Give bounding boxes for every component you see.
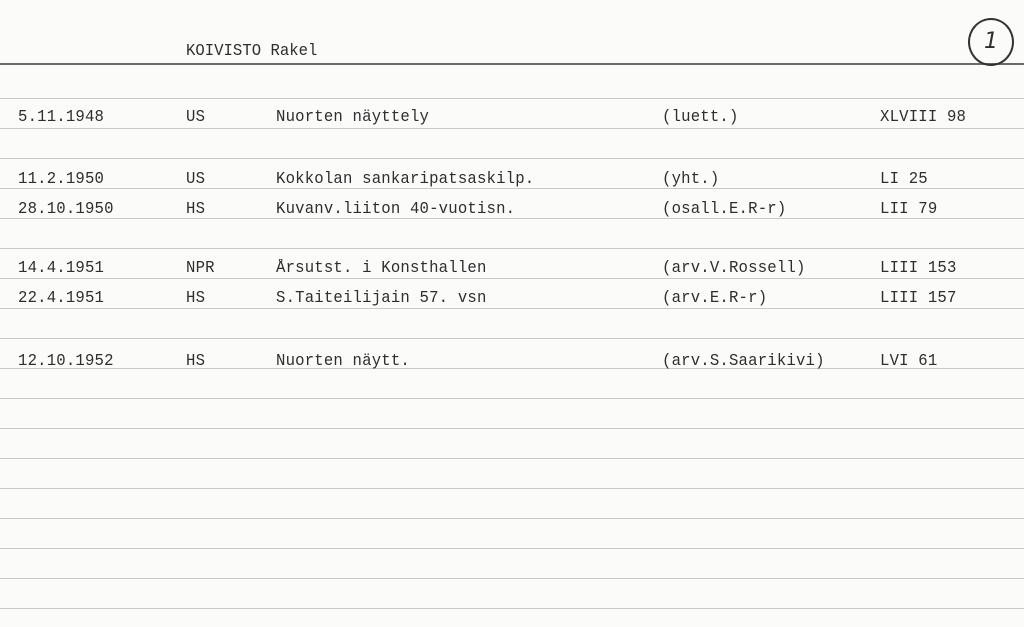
ruled-line xyxy=(0,488,1024,489)
ruled-line xyxy=(0,158,1024,159)
ruled-line xyxy=(0,218,1024,219)
entry-title: S.Taiteilijain 57. vsn xyxy=(276,289,487,308)
entry-source: US xyxy=(186,170,206,189)
entry-ref: XLVIII 98 xyxy=(880,108,967,127)
card-name: KOIVISTO Rakel xyxy=(186,42,318,61)
ruled-line xyxy=(0,308,1024,309)
ruled-line xyxy=(0,278,1024,279)
ruled-line xyxy=(0,128,1024,129)
entry-note: (luett.) xyxy=(662,108,739,127)
ruled-line xyxy=(0,428,1024,429)
entry-title: Kuvanv.liiton 40-vuotisn. xyxy=(276,200,516,219)
entry-note: (arv.V.Rossell) xyxy=(662,259,806,278)
entry-title: Nuorten näytt. xyxy=(276,352,410,371)
entry-ref: LVI 61 xyxy=(880,352,938,371)
entry-ref: LIII 157 xyxy=(880,289,957,308)
entry-ref: LII 79 xyxy=(880,200,938,219)
entry-date: 14.4.1951 xyxy=(18,259,105,278)
entry-date: 5.11.1948 xyxy=(18,108,105,127)
entry-date: 11.2.1950 xyxy=(18,170,105,189)
ruled-line xyxy=(0,188,1024,189)
ruled-line xyxy=(0,458,1024,459)
ruled-line xyxy=(0,608,1024,609)
entry-date: 12.10.1952 xyxy=(18,352,114,371)
header-rule xyxy=(0,63,1024,65)
circled-card-number: 1 xyxy=(968,18,1014,66)
entry-source: HS xyxy=(186,200,206,219)
entry-date: 22.4.1951 xyxy=(18,289,105,308)
entry-source: HS xyxy=(186,289,206,308)
ruled-line xyxy=(0,548,1024,549)
ruled-line xyxy=(0,398,1024,399)
ruled-line xyxy=(0,368,1024,369)
entry-source: NPR xyxy=(186,259,215,278)
entry-source: HS xyxy=(186,352,206,371)
entry-note: (yht.) xyxy=(662,170,720,189)
ruled-line xyxy=(0,578,1024,579)
entry-title: Kokkolan sankaripatsaskilp. xyxy=(276,170,535,189)
entry-source: US xyxy=(186,108,206,127)
entry-ref: LIII 153 xyxy=(880,259,957,278)
entry-date: 28.10.1950 xyxy=(18,200,114,219)
ruled-line xyxy=(0,248,1024,249)
entry-note: (arv.E.R-r) xyxy=(662,289,768,308)
entry-ref: LI 25 xyxy=(880,170,928,189)
entry-note: (osall.E.R-r) xyxy=(662,200,787,219)
entry-title: Årsutst. i Konsthallen xyxy=(276,259,487,278)
entry-note: (arv.S.Saarikivi) xyxy=(662,352,825,371)
ruled-line xyxy=(0,518,1024,519)
entry-title: Nuorten näyttely xyxy=(276,108,430,127)
ruled-line xyxy=(0,98,1024,99)
ruled-line xyxy=(0,338,1024,339)
